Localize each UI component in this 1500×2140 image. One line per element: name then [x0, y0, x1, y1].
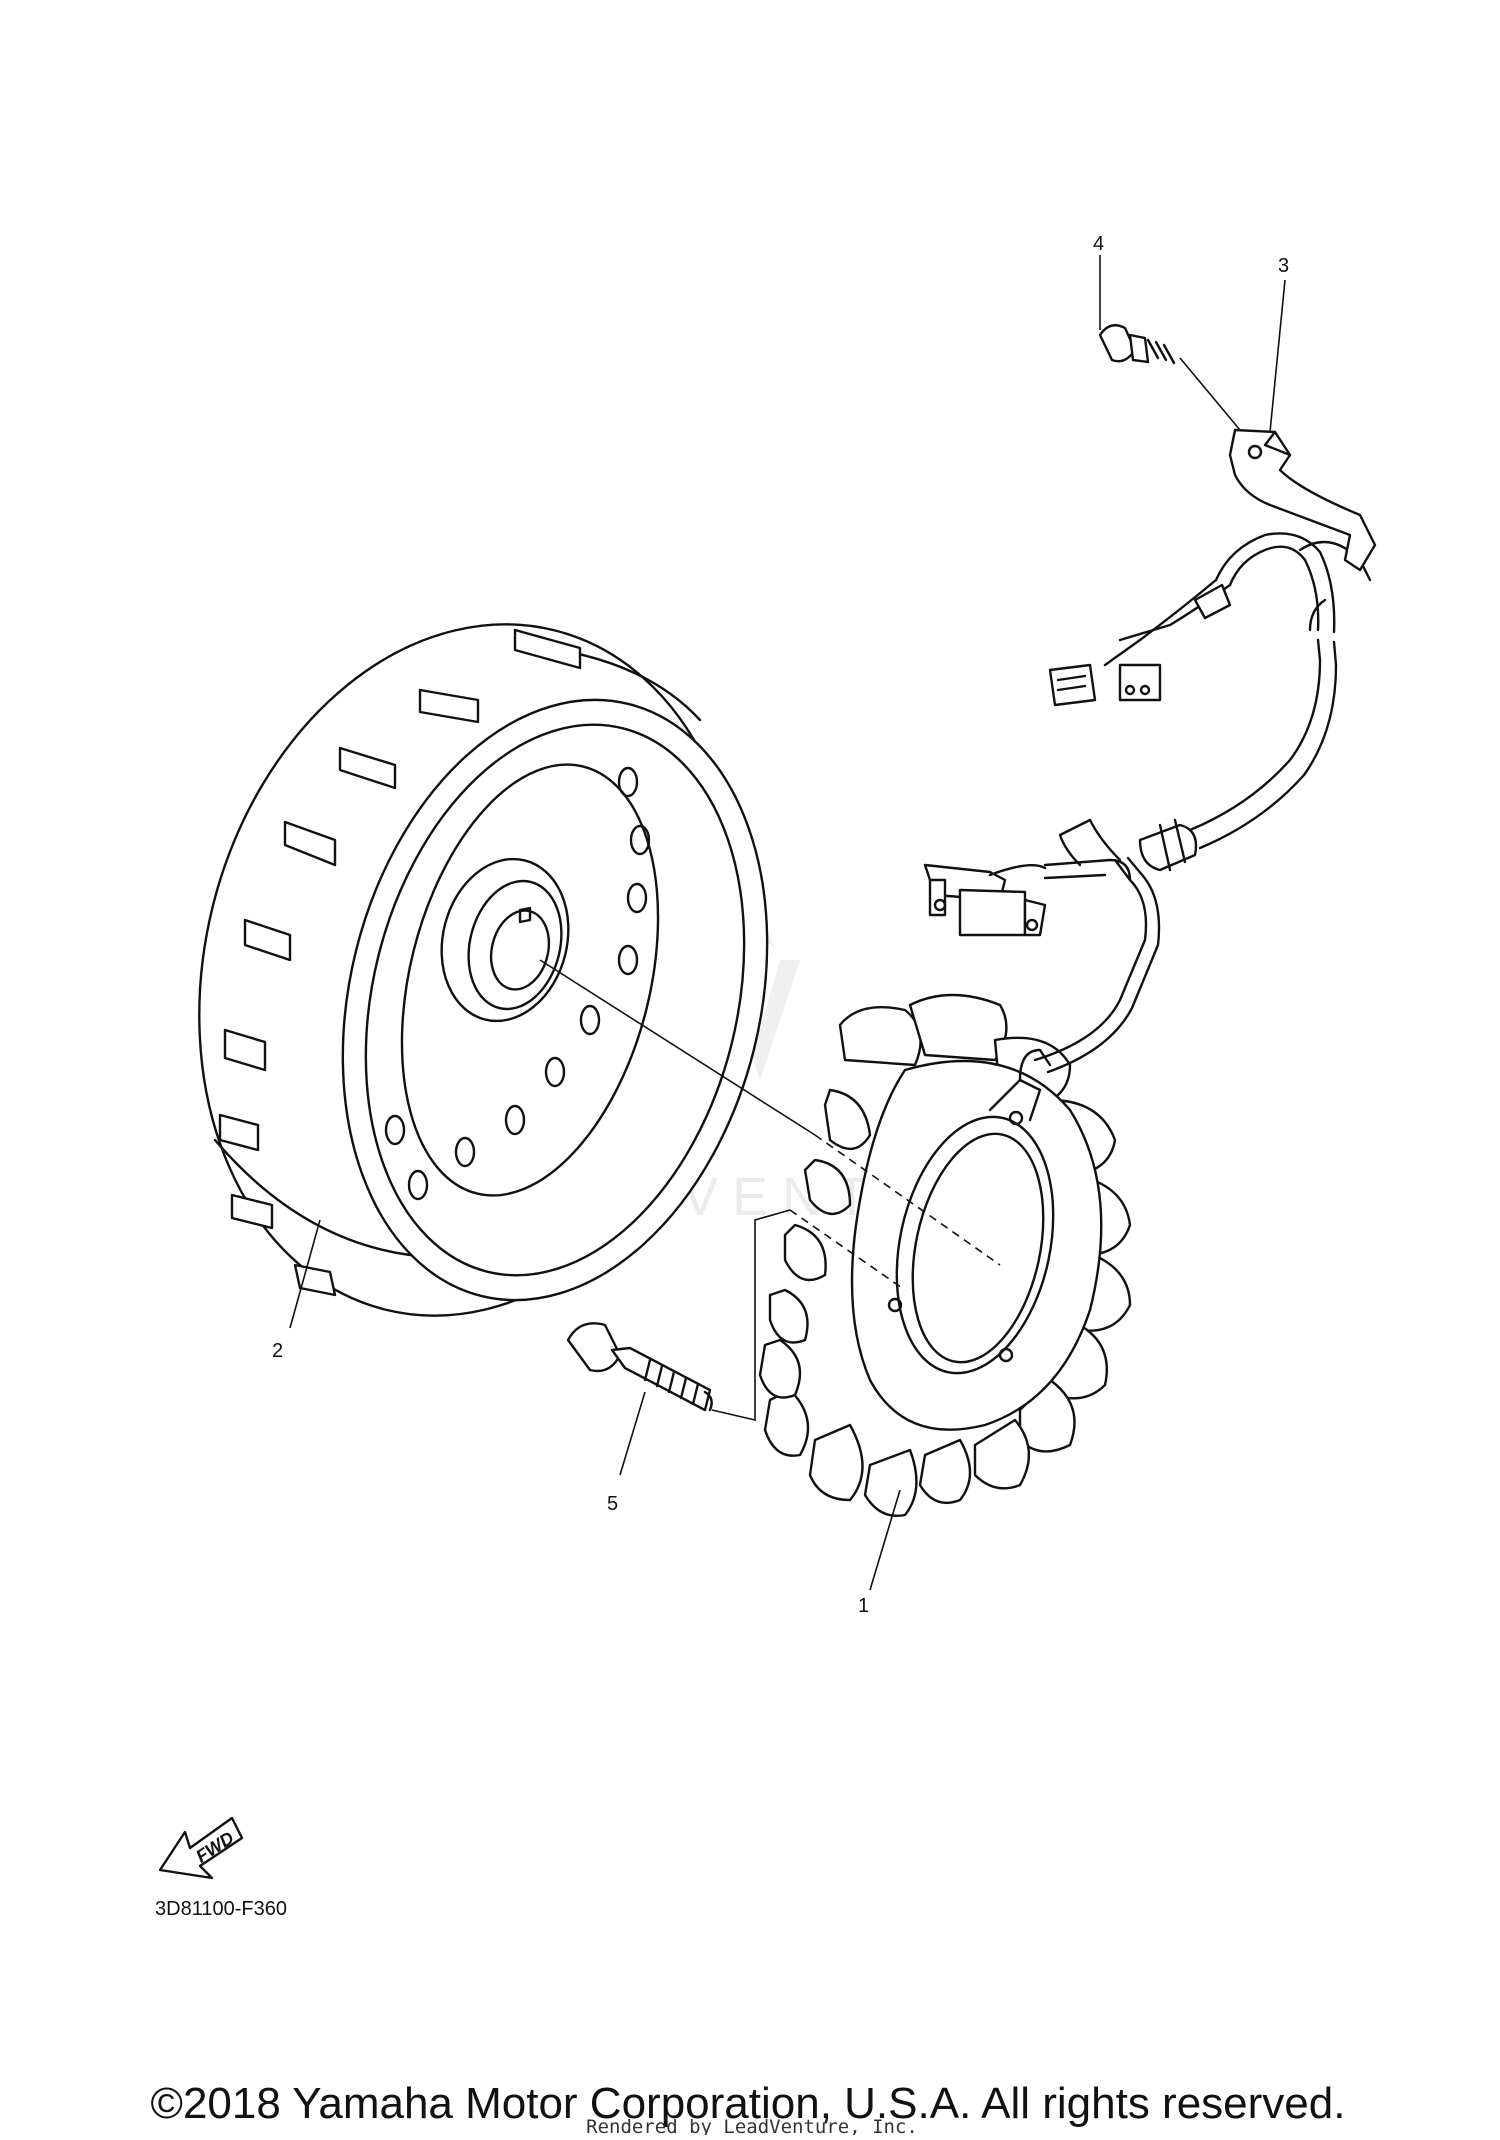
fwd-arrow-icon: FWD — [158, 1816, 244, 1880]
stator-coils — [758, 993, 1132, 1517]
bracket-screw — [1098, 324, 1241, 431]
pickup-coil-connector — [923, 863, 1047, 937]
rotor-magnet-tabs — [218, 628, 582, 1297]
diagram-code: 3D81100-F360 — [155, 1898, 287, 1920]
harness-connectors — [1048, 578, 1232, 707]
rotor-hub — [440, 857, 570, 1023]
callout-label-4: 4 — [1093, 233, 1104, 255]
callout-leader-1 — [869, 1489, 901, 1591]
callout-label-1: 1 — [858, 1595, 869, 1617]
lead-holder-bracket — [1228, 428, 1377, 572]
stator-assembly — [758, 993, 1132, 1517]
rotor-flywheel — [198, 623, 769, 1317]
rendered-by-credit: Rendered by LeadVenture, Inc. — [586, 2116, 918, 2135]
callout-label-2: 2 — [272, 1340, 283, 1362]
harness-grommet — [1138, 818, 1198, 872]
assembly-lines — [289, 255, 1286, 1591]
stator-bolt — [566, 1322, 713, 1412]
rotor-vent-holes — [384, 766, 651, 1201]
callout-leader-5 — [619, 1391, 646, 1476]
stator-wire-harness — [923, 532, 1372, 1074]
callout-label-5: 5 — [607, 1493, 618, 1515]
callout-label-3: 3 — [1278, 255, 1289, 277]
copyright-notice: ©2018 Yamaha Motor Corporation, U.S.A. A… — [151, 2079, 1346, 2128]
callout-labels: 1 2 3 4 5 — [272, 233, 1289, 1617]
callout-leader-3 — [1269, 279, 1286, 433]
callout-leader-2 — [289, 1219, 321, 1329]
